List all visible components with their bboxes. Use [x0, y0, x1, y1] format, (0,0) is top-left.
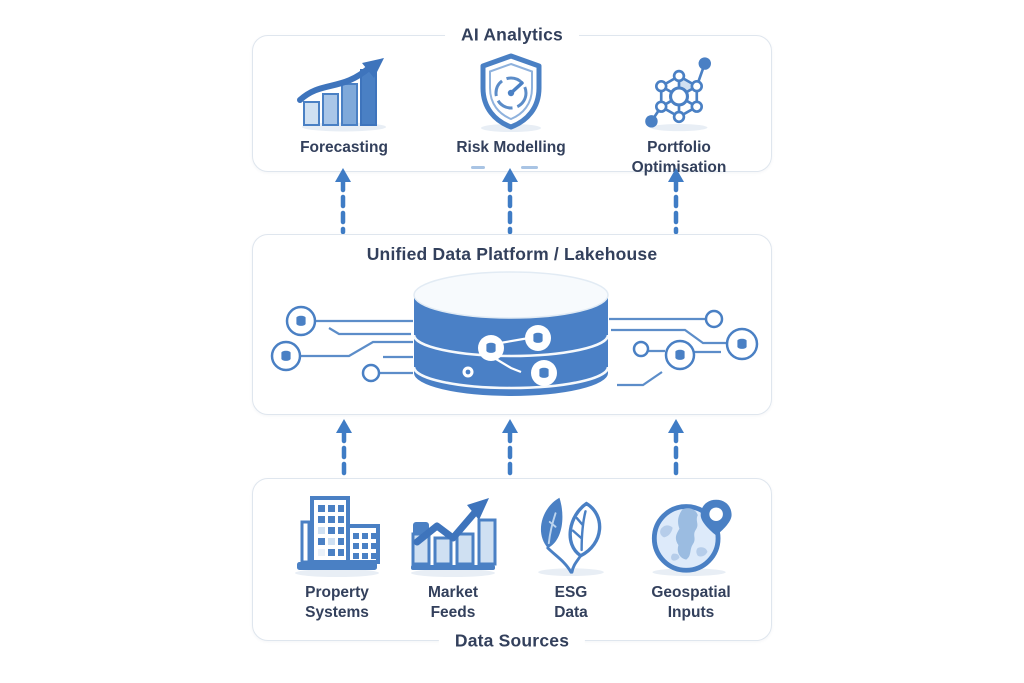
decorative-dash — [521, 166, 538, 169]
platform-title: Unified Data Platform / Lakehouse — [366, 244, 658, 264]
analytics-item-label: Forecasting — [300, 139, 388, 156]
source-item-market-feeds: Market Feeds — [393, 492, 513, 624]
circuit-traces-right — [609, 317, 726, 387]
up-arrow — [335, 168, 351, 234]
data-sources-title: Data Sources — [438, 630, 586, 652]
unified-data-platform-layer: Unified Data Platform / Lakehouse — [252, 234, 772, 415]
esg-leaves-icon — [538, 497, 604, 577]
up-arrow — [336, 419, 352, 477]
forecasting-chart-icon — [297, 58, 386, 132]
analytics-item-label: Risk Modelling — [456, 139, 566, 156]
database-cylinder — [412, 271, 610, 396]
source-item-label: ESG Data — [554, 584, 588, 622]
property-buildings-icon — [295, 496, 380, 577]
up-arrow — [502, 168, 518, 234]
market-feeds-chart-icon — [411, 498, 497, 577]
database-lakehouse-icon — [270, 271, 759, 396]
up-arrow — [502, 419, 518, 477]
analytics-item-risk-modelling: Risk Modelling — [436, 52, 586, 158]
portfolio-network-icon — [645, 57, 711, 132]
data-sources-layer: Data Sources Property S — [252, 478, 772, 652]
geospatial-globe-pin-icon — [651, 499, 732, 577]
source-item-esg-data: ESG Data — [511, 492, 631, 624]
ai-analytics-title: AI Analytics — [445, 24, 579, 46]
source-item-geospatial-inputs: Geospatial Inputs — [631, 492, 751, 624]
risk-shield-gauge-icon — [480, 53, 542, 132]
up-arrow — [668, 419, 684, 477]
up-arrow — [668, 168, 684, 234]
source-item-label: Geospatial Inputs — [651, 584, 731, 622]
source-item-label: Property Systems — [305, 584, 369, 622]
analytics-item-forecasting: Forecasting — [269, 52, 419, 158]
source-item-label: Market Feeds — [428, 584, 478, 622]
decorative-dash — [471, 166, 485, 169]
analytics-item-portfolio-optimisation: Portfolio Optimisation — [604, 52, 754, 179]
circuit-traces-left — [300, 319, 413, 375]
analytics-item-label: Portfolio Optimisation — [631, 139, 727, 177]
source-item-property-systems: Property Systems — [277, 492, 397, 624]
ai-analytics-layer: AI Analytics Forecasting R — [252, 24, 772, 176]
